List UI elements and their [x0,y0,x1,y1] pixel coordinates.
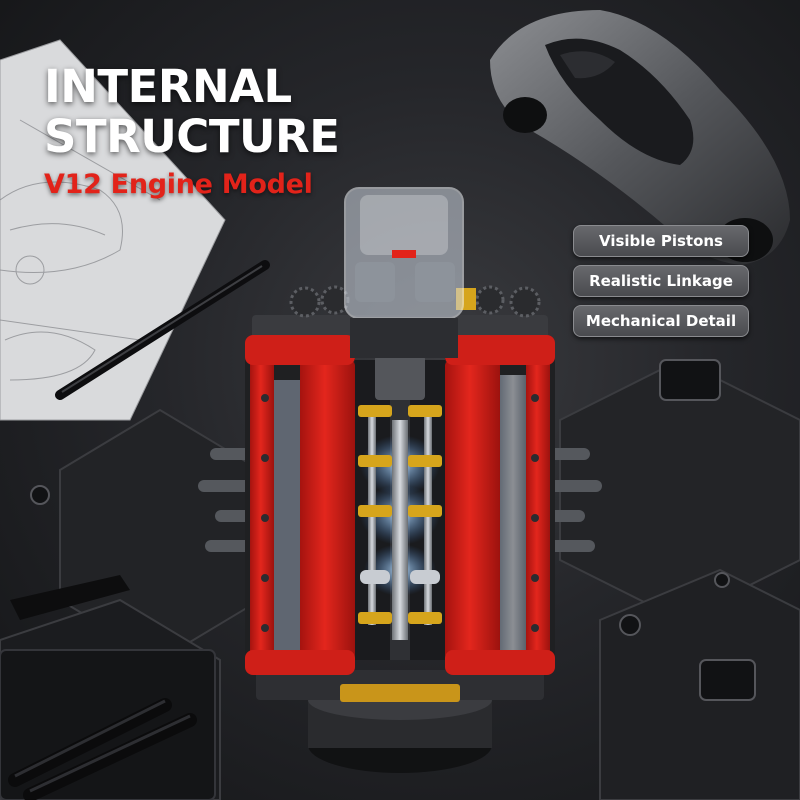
car-model [490,10,790,265]
headline: INTERNAL STRUCTURE V12 Engine Model [44,60,340,202]
headline-line-1: INTERNAL [44,60,292,113]
feature-pill-visible-pistons: Visible Pistons [573,225,749,257]
feature-list: Visible Pistons Realistic Linkage Mechan… [573,225,749,345]
v12-engine-model [198,187,602,773]
headline-subtitle: V12 Engine Model [44,169,313,200]
table-bolts [30,359,756,701]
tool-tray [0,575,216,800]
feature-pill-realistic-linkage: Realistic Linkage [573,265,749,297]
headline-line-2: STRUCTURE [44,110,340,163]
pen [55,260,270,400]
feature-pill-mechanical-detail: Mechanical Detail [573,305,749,337]
